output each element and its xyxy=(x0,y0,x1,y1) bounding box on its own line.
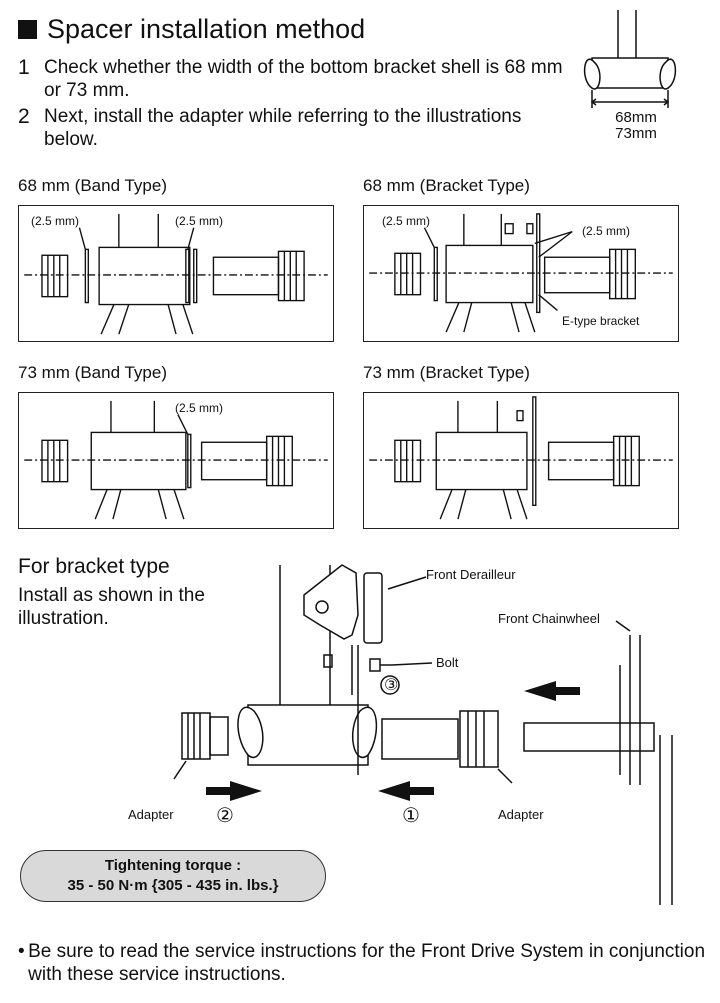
bullet: • xyxy=(18,941,25,962)
heading-text: Spacer installation method xyxy=(47,14,366,44)
step-number: 2 xyxy=(18,105,30,128)
panel-band73: (2.5 mm) xyxy=(18,392,334,529)
band73-illustration xyxy=(24,400,328,520)
e-type-bracket-label: E-type bracket xyxy=(562,314,640,328)
step-3-marker: ③ xyxy=(384,677,399,694)
front-derailleur-label: Front Derailleur xyxy=(426,567,516,582)
spacer-left-label: (2.5 mm) xyxy=(382,214,430,228)
step-2: 2 Next, install the adapter while referr… xyxy=(18,105,524,151)
front-chainwheel-label: Front Chainwheel xyxy=(498,611,600,626)
square-bullet-icon xyxy=(18,20,37,39)
bracket-type-title: For bracket type xyxy=(18,555,170,578)
spacer-label: (2.5 mm) xyxy=(175,401,223,415)
bottom-bracket-shell-illustration xyxy=(583,10,677,108)
step-1: 1 Check whether the width of the bottom … xyxy=(18,56,574,102)
shell-width-figure: 68mm 73mm xyxy=(578,10,708,150)
note-text: Be sure to read the service instructions… xyxy=(28,941,706,985)
adapter-right-label: Adapter xyxy=(498,807,544,822)
section-heading: Spacer installation method xyxy=(18,14,365,45)
spacer-left-label: (2.5 mm) xyxy=(31,214,79,228)
step-1-marker: ① xyxy=(402,805,420,827)
step-2-marker: ② xyxy=(216,805,234,827)
exploded-view-illustration xyxy=(173,564,673,905)
spacer-right-label: (2.5 mm) xyxy=(175,214,223,228)
panel-label-band73: 73 mm (Band Type) xyxy=(18,363,167,382)
torque-title: Tightening torque : xyxy=(104,857,242,874)
step-text: Next, install the adapter while referrin… xyxy=(44,106,522,150)
width-73-label: 73mm xyxy=(615,125,657,142)
bracket-type-subtitle: Install as shown in the illustration. xyxy=(18,585,205,629)
band68-illustration xyxy=(24,213,328,335)
panel-label-band68: 68 mm (Band Type) xyxy=(18,176,167,195)
adapter-left-label: Adapter xyxy=(128,807,174,822)
step-number: 1 xyxy=(18,56,30,79)
bolt-label: Bolt xyxy=(436,655,459,670)
torque-value: 35 - 50 N·m {305 - 435 in. lbs.} xyxy=(67,877,279,894)
width-68-label: 68mm xyxy=(615,109,657,126)
panel-label-bracket68: 68 mm (Bracket Type) xyxy=(363,176,530,195)
panel-bracket73 xyxy=(363,392,679,529)
bracket68-illustration xyxy=(369,213,673,333)
service-note: • Be sure to read the service instructio… xyxy=(18,940,708,986)
step-text: Check whether the width of the bottom br… xyxy=(44,57,563,101)
bracket73-illustration xyxy=(369,396,673,520)
panel-label-bracket73: 73 mm (Bracket Type) xyxy=(363,363,530,382)
panel-band68: (2.5 mm) (2.5 mm) xyxy=(18,205,334,342)
spacer-right-label: (2.5 mm) xyxy=(582,224,630,238)
tightening-torque-badge: Tightening torque : 35 - 50 N·m {305 - 4… xyxy=(20,850,326,902)
bracket-installation-figure: Front Derailleur Front Chainwheel Bolt ③… xyxy=(120,555,720,925)
panel-bracket68: (2.5 mm) (2.5 mm) E-type bracket xyxy=(363,205,679,342)
